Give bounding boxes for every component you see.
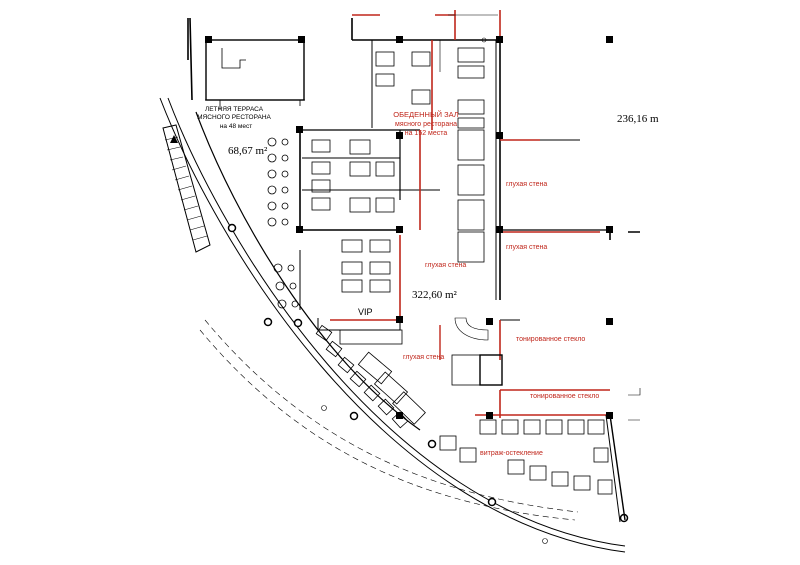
curved-booths (315, 324, 426, 429)
interior-walls (299, 18, 640, 331)
dining-tables (311, 47, 503, 386)
red-walls (330, 10, 610, 418)
tinted-glass-label-1: тонированное стекло (516, 336, 585, 343)
vip-label: VIP (358, 307, 373, 317)
blind-wall-label-4: глухая стена (403, 354, 444, 361)
hall-title-line1: ОБЕДЕННЫЙ ЗАЛ (393, 110, 458, 119)
tinted-glass-label-2: тонированное стекло (530, 393, 599, 400)
glazing-label: витраж-остекление (480, 450, 543, 457)
area-right-label: 236,16 m (617, 113, 659, 125)
right-structures (439, 14, 641, 523)
area-hall-label: 322,60 m² (412, 289, 458, 301)
blind-wall-label-3: глухая стена (425, 262, 466, 269)
curved-outer-walls (159, 97, 626, 553)
window-tables (439, 419, 613, 495)
terrace-title-line3: на 48 мест (220, 123, 252, 130)
columns (205, 36, 613, 419)
service-block (187, 17, 305, 110)
edge-markers (321, 37, 548, 544)
hall-title-line3: на 152 места (405, 130, 448, 137)
blind-wall-label-2: глухая стена (506, 244, 547, 251)
area-terrace-label: 68,67 m² (228, 145, 268, 157)
blind-wall-label-1: глухая стена (506, 181, 547, 188)
hall-title-line2: мясного ресторана (395, 121, 457, 128)
terrace-title-line1: ЛЕТНЯЯ ТЕРРАСА (205, 106, 264, 113)
round-columns (227, 223, 629, 523)
staircase (162, 124, 211, 253)
terrace-tables (267, 137, 299, 309)
terrace-title-line2: МЯСНОГО РЕСТОРАНА (197, 114, 271, 121)
